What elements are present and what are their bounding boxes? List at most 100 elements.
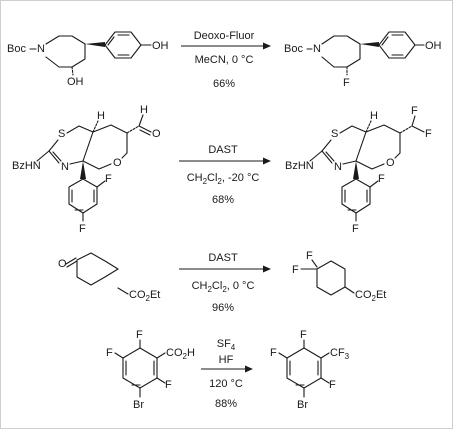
yield: 68% xyxy=(212,194,234,206)
n-label: N xyxy=(61,161,69,173)
sulfur-label: S xyxy=(58,128,65,140)
wedge-bond xyxy=(80,161,86,179)
arrow-head xyxy=(263,265,271,273)
bond xyxy=(156,377,166,384)
bond xyxy=(138,125,152,133)
fluoro-label-1: F xyxy=(300,329,307,341)
fluoro-label-3: F xyxy=(329,379,336,391)
ketone-o-label: O xyxy=(58,258,67,270)
ring-o-label: O xyxy=(113,157,122,169)
fluoro-label: F xyxy=(343,77,350,89)
bond xyxy=(92,124,128,154)
ester-label: CO2Et xyxy=(129,289,160,303)
reagent: Deoxo-Fluor xyxy=(194,30,255,42)
bond xyxy=(82,160,112,170)
hash-bond xyxy=(399,125,413,134)
wedge-bond xyxy=(353,161,359,179)
bzhn-label: BzHN xyxy=(285,160,314,172)
bond xyxy=(355,160,385,170)
bond xyxy=(121,152,128,159)
bond xyxy=(117,287,129,295)
reaction-3: O CO2Et DAST CH2Cl2, 0 °C 96% F F CO2Et xyxy=(58,250,386,314)
yield: 96% xyxy=(212,302,234,314)
yield: 88% xyxy=(215,398,237,410)
aldehyde-h-label: H xyxy=(140,104,148,116)
benzene-ring xyxy=(341,178,371,214)
bond xyxy=(320,352,330,359)
product-4: F F F Br CF3 xyxy=(270,329,350,411)
piperidine-ring xyxy=(45,35,86,68)
double-bond xyxy=(52,151,62,162)
yield: 66% xyxy=(213,78,235,90)
bond xyxy=(411,115,416,127)
bond xyxy=(344,286,355,294)
boc-label: Boc xyxy=(7,43,26,55)
bond xyxy=(411,125,425,133)
bond xyxy=(138,114,144,127)
benzene-ring xyxy=(122,347,158,389)
ortho-f-label: F xyxy=(378,173,385,185)
product-1: Boc N F OH xyxy=(284,31,442,89)
reagent: DAST xyxy=(208,144,238,156)
reaction-2: S BzHN N H O H O xyxy=(12,104,432,235)
product-2: S BzHN N H O F F xyxy=(285,105,432,235)
double-bond xyxy=(139,129,151,136)
double-bond xyxy=(107,36,115,46)
cyclohexane-ring xyxy=(76,252,119,286)
bond xyxy=(69,160,84,165)
conditions: 120 °C xyxy=(209,378,243,390)
bond xyxy=(321,150,333,164)
aldehyde-o-label: O xyxy=(152,128,161,140)
fluoro-label-2: F xyxy=(425,128,432,140)
reactant-2: S BzHN N H O H O xyxy=(12,104,161,235)
phenol-oh-label: OH xyxy=(152,40,169,52)
bromo-label: Br xyxy=(133,399,144,411)
para-f-label: F xyxy=(352,223,359,235)
reagent-2: HF xyxy=(219,354,234,366)
bond xyxy=(365,124,401,154)
n-label: N xyxy=(334,161,342,173)
bond xyxy=(156,352,166,359)
reactant-3: O CO2Et xyxy=(58,252,160,303)
double-bond xyxy=(381,36,389,46)
hash-bond xyxy=(71,66,74,76)
bond xyxy=(66,125,94,134)
bond xyxy=(96,180,106,188)
fluoro-label-3: F xyxy=(165,379,172,391)
ring-oh-label: OH xyxy=(67,76,84,88)
bond xyxy=(339,125,367,134)
h-label: H xyxy=(97,110,105,122)
hash-bond xyxy=(126,125,140,134)
fluoro-label-2: F xyxy=(270,347,277,359)
piperidine-ring xyxy=(321,35,361,68)
conditions: MeCN, 0 °C xyxy=(195,54,254,66)
bromo-label: Br xyxy=(297,399,308,411)
conditions: CH2Cl2, 0 °C xyxy=(192,280,255,294)
bzhn-label: BzHN xyxy=(12,160,41,172)
hash-bond xyxy=(92,120,99,133)
reaction-4: F F F Br CO2H SF4 HF 120 °C 88% F F F xyxy=(106,329,350,411)
arrow-head xyxy=(263,42,271,50)
product-3: F F CO2Et xyxy=(292,250,386,303)
bond xyxy=(355,131,367,162)
bond xyxy=(311,259,318,268)
conditions: CH2Cl2, -20 °C xyxy=(187,172,260,186)
bond xyxy=(342,160,357,165)
ortho-f-label: F xyxy=(105,173,112,185)
boc-label: Boc xyxy=(284,43,303,55)
bond xyxy=(394,152,401,159)
benzene-ring xyxy=(104,31,142,59)
benzene-ring xyxy=(68,178,98,214)
bond xyxy=(278,352,288,359)
bond xyxy=(309,150,323,162)
fluoro-label-2: F xyxy=(292,264,299,276)
hash-bond xyxy=(365,120,372,133)
fluoro-label-2: F xyxy=(106,347,113,359)
phenol-oh-label: OH xyxy=(425,40,442,52)
cyclohexane-ring xyxy=(316,260,346,296)
benzene-ring xyxy=(378,31,416,59)
bond xyxy=(321,139,332,152)
bond xyxy=(114,352,124,359)
